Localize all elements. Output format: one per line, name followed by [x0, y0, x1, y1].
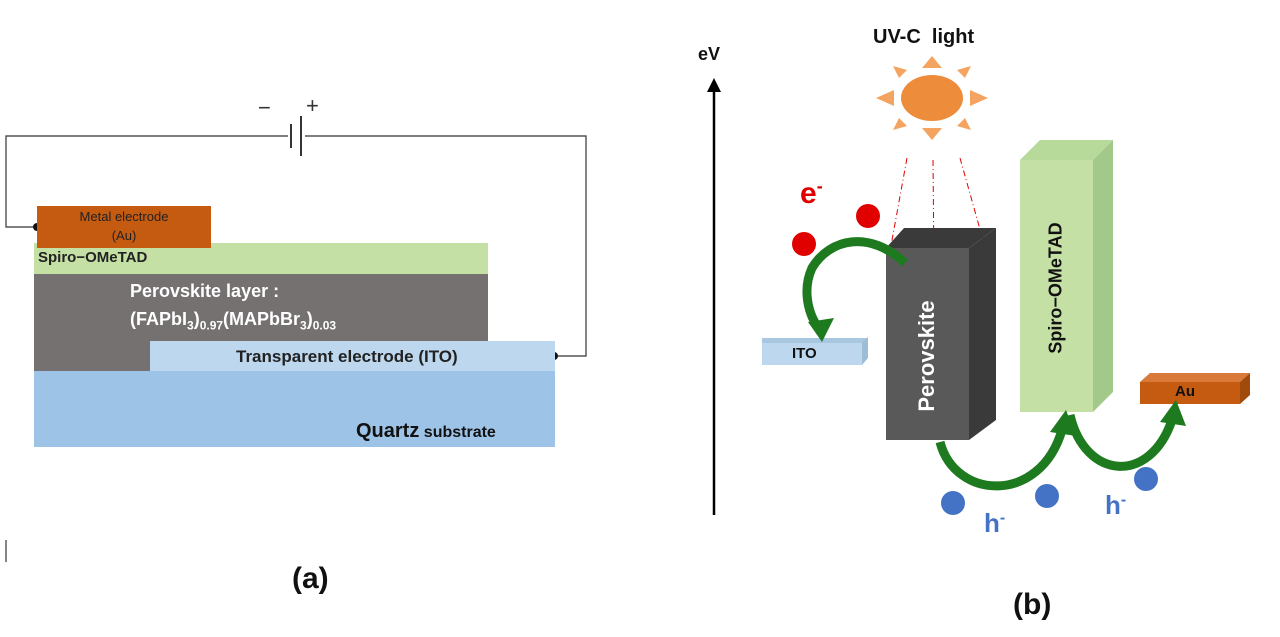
wire-left: [5, 135, 288, 228]
light-ray-1: [887, 157, 908, 263]
perovskite-block: [886, 228, 996, 440]
quartz-word: Quartz: [356, 420, 420, 442]
quartz-substrate-layer: [34, 371, 555, 447]
perovskite-layer-label: Perovskite layer :: [130, 281, 280, 301]
spiro-layer-label: Spiro−OMeTAD: [38, 249, 148, 266]
metal-electrode-label: Metal electrode (Au): [37, 207, 211, 245]
electron-symbol: e: [800, 177, 817, 210]
caption-b: (b): [1013, 588, 1052, 621]
hole-dot-3: [1134, 467, 1158, 491]
electron-label: e-: [800, 176, 823, 211]
caption-a: (a): [292, 562, 329, 595]
hole-arrowhead-2: [1160, 400, 1186, 426]
spiro-layer: [34, 243, 488, 274]
hole-dot-1: [941, 491, 965, 515]
hole-label-2: h-: [1105, 490, 1126, 521]
formula-part-4: ): [306, 309, 313, 329]
formula-part-3: (MAPbBr: [223, 309, 301, 329]
metal-electrode-layer: [37, 206, 211, 248]
formula-part-1: (FAPbI: [130, 309, 187, 329]
formula-sub-1: 3: [187, 318, 194, 333]
electron-arrowhead: [808, 318, 834, 342]
quartz-substrate-label: Quartz substrate: [356, 420, 496, 443]
uvc-light-label: UV-C light: [873, 26, 975, 48]
perovskite-formula: (FAPbI3)0.97(MAPbBr3)0.03: [130, 309, 336, 333]
ito-layer-label: Transparent electrode (ITO): [236, 347, 458, 366]
sun-icon: [876, 56, 988, 140]
formula-sub-2: 0.97: [199, 318, 224, 333]
hole-transfer-arrow-1: [935, 428, 1067, 491]
spiro-block-label: Spiro−OMeTAD: [1045, 222, 1066, 354]
hole-label-1: h-: [984, 508, 1005, 539]
perovskite-block-label: Perovskite: [914, 300, 939, 412]
formula-part-2: ): [193, 309, 200, 329]
spiro-block: [1020, 140, 1113, 412]
ito-block: [762, 337, 868, 365]
electron-dot-1: [792, 232, 816, 256]
au-block-label: Au: [1175, 383, 1195, 400]
formula-sub-3: 3: [300, 318, 307, 333]
au-block: [1140, 373, 1250, 404]
electron-transfer-arrow: [802, 237, 909, 333]
metal-electrode-line1: Metal electrode: [79, 209, 169, 224]
substrate-word: substrate: [419, 424, 496, 441]
hole-dot-2: [1035, 484, 1059, 508]
hole-transfer-arrow-2: [1065, 413, 1177, 471]
electron-charge: -: [816, 176, 823, 196]
hole-arrowhead-1: [1050, 410, 1076, 436]
formula-sub-4: 0.03: [312, 318, 337, 333]
hole-charge-1: -: [999, 509, 1006, 527]
electron-dot-2: [856, 204, 880, 228]
hole-charge-2: -: [1120, 491, 1127, 509]
hole-symbol-1: h: [984, 508, 1000, 538]
battery-minus-sign: −: [258, 95, 271, 120]
battery-plus-sign: +: [306, 93, 319, 118]
ito-layer: [150, 341, 555, 371]
metal-electrode-line2: (Au): [111, 228, 137, 243]
ito-block-label: ITO: [792, 345, 817, 362]
energy-axis-arrowhead: [707, 78, 721, 92]
wire-right: [305, 135, 587, 357]
energy-axis-label: eV: [698, 44, 721, 64]
hole-symbol-2: h: [1105, 490, 1121, 520]
